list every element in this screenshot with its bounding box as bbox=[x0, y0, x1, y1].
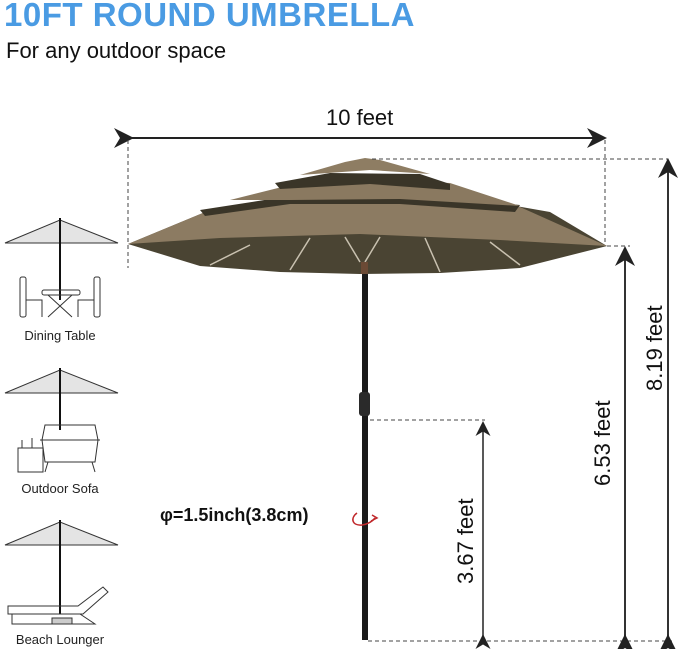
page-subtitle: For any outdoor space bbox=[6, 38, 227, 63]
umbrella-canopy bbox=[128, 158, 607, 274]
scene-label-outdoor-sofa: Outdoor Sofa bbox=[21, 481, 99, 496]
scene-label-beach-lounger: Beach Lounger bbox=[15, 632, 105, 647]
page-title: 10FT ROUND UMBRELLA bbox=[4, 0, 415, 33]
umbrella-dining-table-icon bbox=[4, 218, 119, 318]
umbrella-outdoor-sofa-icon bbox=[4, 368, 119, 473]
width-label: 10 feet bbox=[326, 105, 394, 130]
pole-diameter-label: φ=1.5inch(3.8cm) bbox=[160, 505, 309, 525]
umbrella-beach-lounger-icon bbox=[4, 520, 119, 625]
total-height-label: 8.19 feet bbox=[642, 305, 667, 391]
scene-label-dining-table: Dining Table bbox=[24, 328, 96, 343]
canopy-height-label: 6.53 feet bbox=[590, 400, 615, 486]
width-dimension-arrow bbox=[114, 128, 607, 268]
umbrella-pole bbox=[359, 262, 370, 640]
crank-height-label: 3.67 feet bbox=[453, 498, 478, 584]
